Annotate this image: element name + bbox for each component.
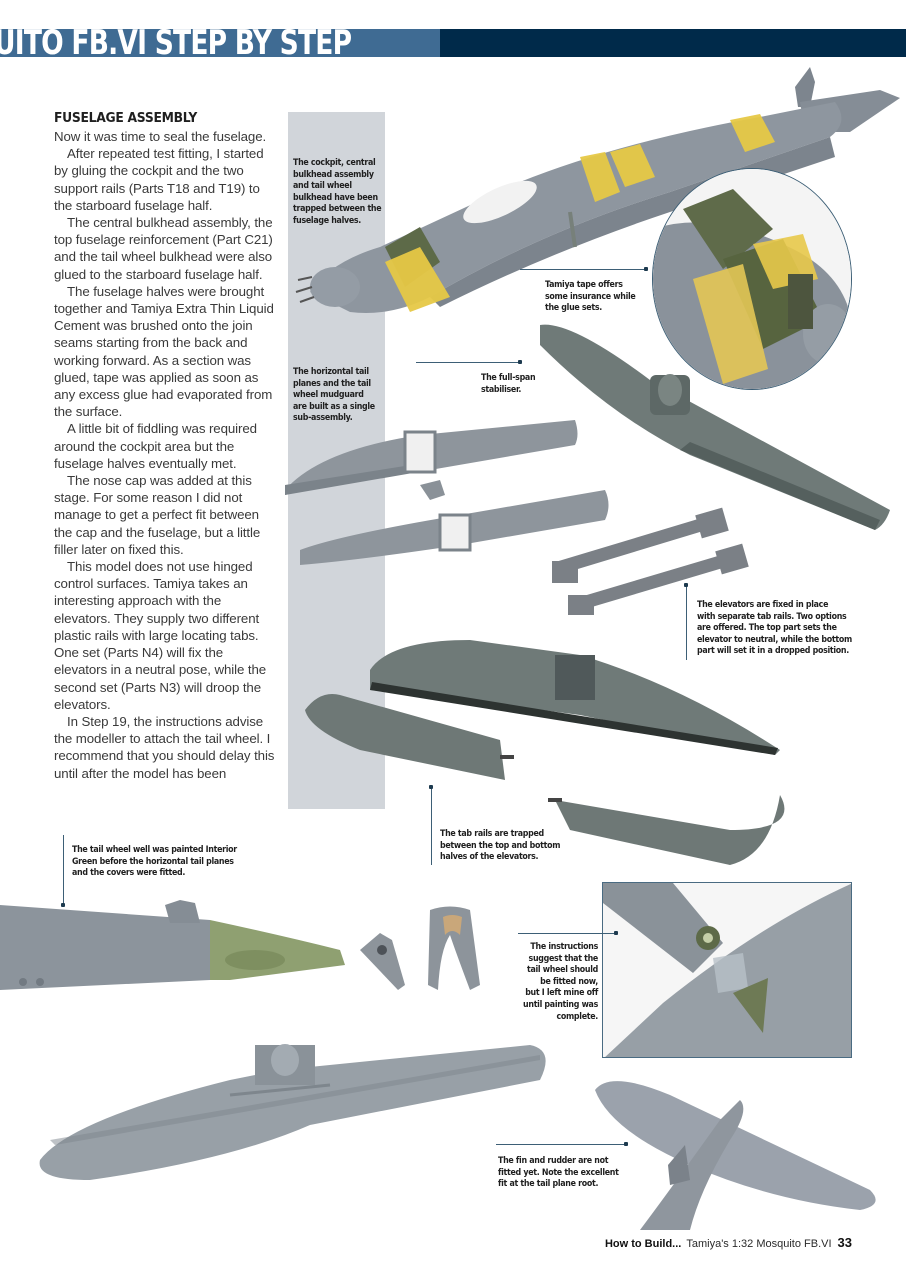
section-heading: FUSELAGE ASSEMBLY (54, 111, 198, 126)
caption-fin: The fin and rudder are not fitted yet. N… (498, 1155, 619, 1190)
page-title: UITO FB.VI STEP BY STEP (0, 29, 352, 57)
page-header: UITO FB.VI STEP BY STEP (0, 29, 906, 57)
tail-wheel-well-photo (0, 900, 480, 990)
leader-dot (684, 583, 688, 587)
leader-dot (624, 1142, 628, 1146)
leader-line (520, 269, 646, 270)
leader-dot (644, 267, 648, 271)
paragraph: The central bulkhead assembly, the top f… (54, 215, 273, 282)
fuselage-photo (295, 67, 900, 313)
page-footer: How to Build... Tamiya's 1:32 Mosquito FB… (605, 1235, 852, 1250)
leader-line (416, 362, 520, 363)
page-number: 33 (837, 1235, 852, 1250)
header-bar (440, 29, 906, 57)
leader-line (431, 787, 432, 865)
elevator-assembly-photo (305, 640, 785, 865)
caption-tab-rails: The tab rails are trapped between the to… (440, 828, 561, 863)
tab-rails-photo (552, 507, 749, 615)
full-span-stabiliser-photo (540, 324, 890, 530)
caption-wheel-well: The tail wheel well was painted Interior… (72, 844, 237, 879)
paragraph: The fuselage halves were brought togethe… (54, 283, 274, 420)
tailplane-underside-photo (39, 1044, 546, 1180)
leader-dot (518, 360, 522, 364)
caption-stabiliser: The full-span stabiliser. (481, 372, 536, 395)
leader-dot (61, 903, 65, 907)
tailplane-halves-photo (285, 420, 609, 565)
tail-wheel-photo (603, 883, 851, 1057)
leader-line (518, 933, 616, 934)
fin-root-photo (595, 1081, 876, 1230)
paragraph: A little bit of fiddling was required ar… (54, 421, 257, 471)
header-title-box: UITO FB.VI STEP BY STEP (0, 29, 440, 57)
paragraph: This model does not use hinged control s… (54, 559, 267, 712)
leader-line (496, 1144, 626, 1145)
footer-title: Tamiya's 1:32 Mosquito FB.VI (686, 1238, 832, 1250)
article-column: FUSELAGE ASSEMBLY Now it was time to sea… (54, 110, 276, 782)
paragraph: After repeated test fitting, I started b… (54, 146, 264, 213)
leader-dot (614, 931, 618, 935)
paragraph: Now it was time to seal the fuselage. (54, 129, 267, 144)
caption-instructions: The instructions suggest that the tail w… (523, 941, 598, 1022)
paragraph: In Step 19, the instructions advise the … (54, 713, 275, 781)
leader-line (63, 835, 64, 905)
paragraph: The nose cap was added at this stage. Fo… (54, 473, 261, 557)
cockpit-closeup-photo (653, 169, 851, 389)
tail-wheel-inset (602, 882, 852, 1058)
leader-dot (429, 785, 433, 789)
caption-tape: Tamiya tape offers some insurance while … (545, 279, 636, 314)
footer-series: How to Build... (604, 1238, 682, 1250)
caption-elevators: The elevators are fixed in place with se… (697, 599, 852, 657)
caption-cockpit: The cockpit, central bulkhead assembly a… (293, 157, 382, 226)
caption-tailplanes: The horizontal tail planes and the tail … (293, 366, 375, 424)
leader-line (686, 585, 687, 660)
cockpit-closeup-inset (652, 168, 852, 390)
